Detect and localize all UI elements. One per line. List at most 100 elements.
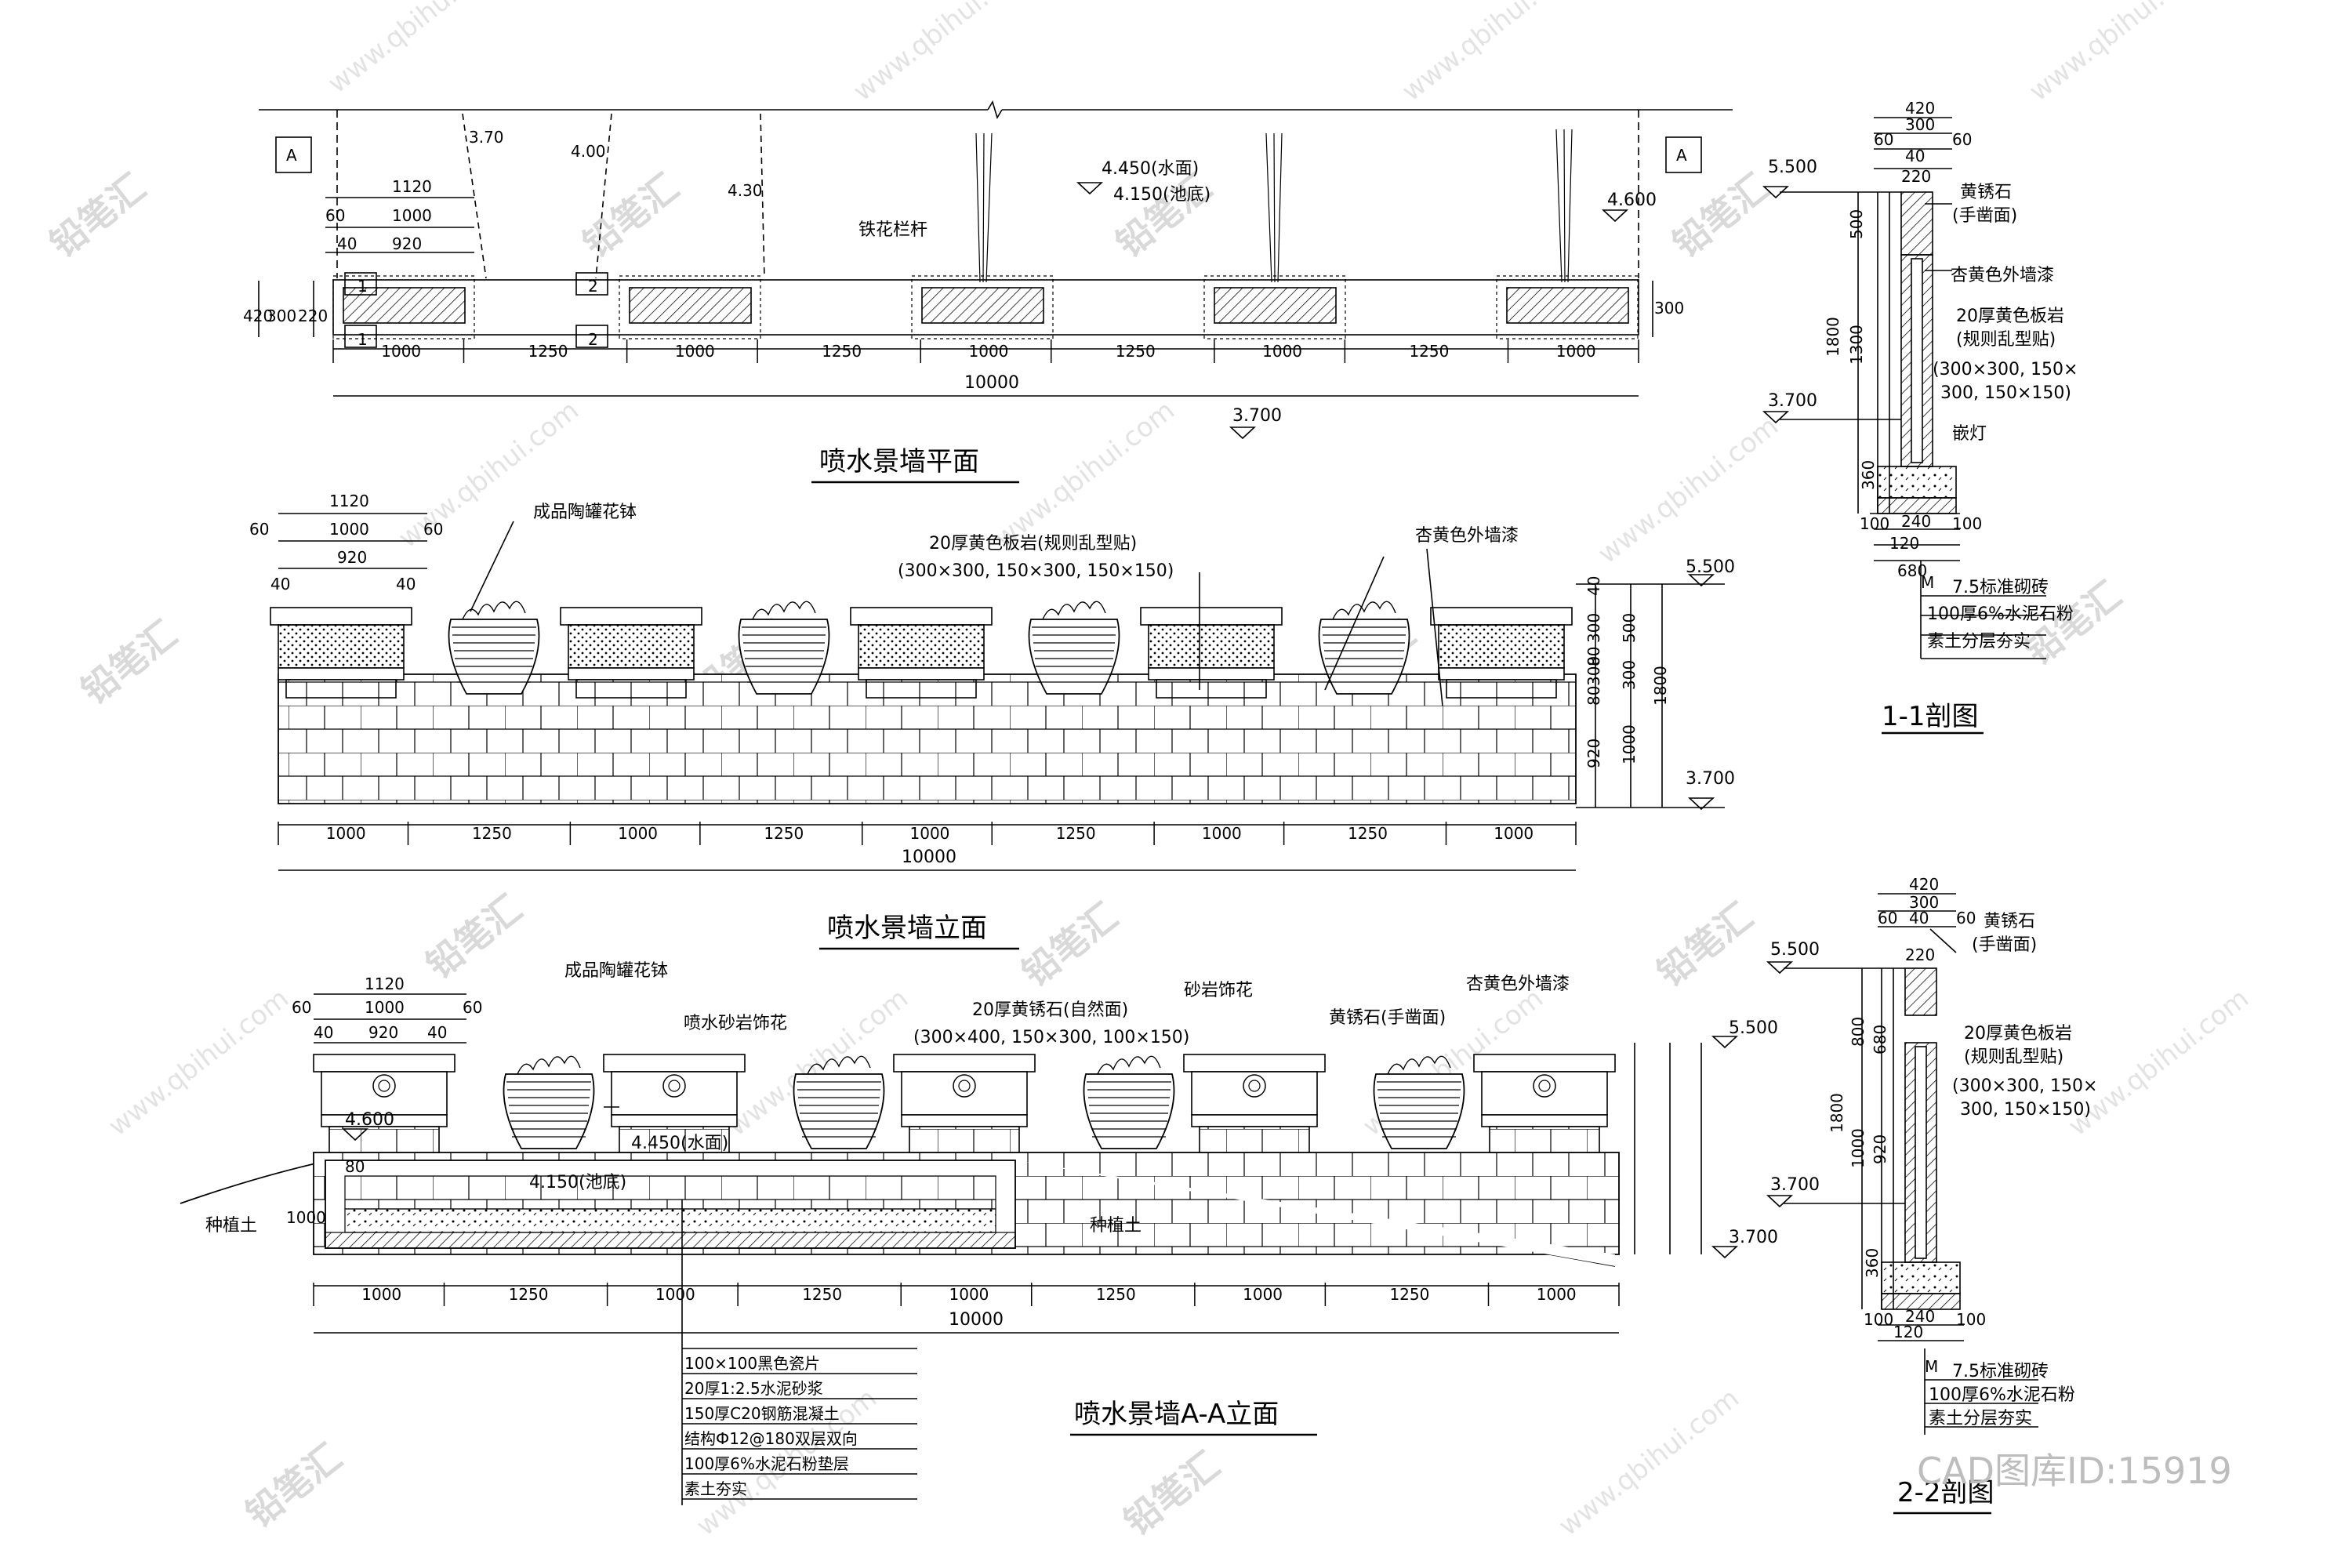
pier-cap [1430, 607, 1573, 626]
watermark-text: www.qbihui.com [2063, 982, 2255, 1142]
s22-bdim-240: 240 [1905, 1307, 1935, 1326]
pier-cap [313, 1054, 456, 1073]
pier-top [278, 624, 405, 669]
sandstone-rosette-icon [1533, 1074, 1556, 1098]
elev-right-dim: 920 [1584, 739, 1603, 768]
plan-text: A A 3.70 4.00 4.30 铁花栏杆 4.450(水面) 4.150(… [243, 128, 1687, 477]
elev-dim: 1250 [1348, 824, 1388, 843]
s22-label-1: (手凿面) [1972, 935, 2037, 955]
plan-dim: 1250 [528, 342, 568, 361]
elev-right-dim: 1800 [1651, 666, 1670, 706]
elev-title: 喷水景墙立面 [827, 913, 987, 944]
elev-dim: 1250 [472, 824, 512, 843]
plan-level-right: 4.600 [1607, 191, 1657, 210]
s11-dim-60b: 60 [1952, 130, 1972, 149]
s11-level-top: 5.500 [1768, 158, 1817, 177]
pier-cap [560, 607, 702, 626]
plan-dim: 1000 [1262, 342, 1302, 361]
watermark-text: 铅笔汇 [1665, 165, 1777, 266]
plan-cut-1b: 1 [358, 330, 368, 349]
pier-body [328, 1126, 440, 1153]
elev-total: 10000 [902, 848, 956, 867]
sandstone-rosette-inner [1538, 1080, 1551, 1092]
s11-label-5: (300×300, 150× [1933, 360, 2078, 379]
watermark-text: www.qbihui.com [989, 394, 1181, 554]
plan-total: 10000 [964, 373, 1019, 393]
s11-label-1: (手凿面) [1952, 206, 2017, 226]
pier-top [858, 624, 985, 669]
watermark-text: www.qbihui.com [2024, 0, 2216, 107]
s22-dim-360: 360 [1863, 1248, 1882, 1278]
elev-dim: 1250 [764, 824, 804, 843]
s11-bdim-680: 680 [1897, 561, 1927, 580]
watermark-text: www.qbihui.com [848, 0, 1040, 107]
pot-urn-icon [503, 1073, 595, 1149]
watermark-text: 铅笔汇 [238, 1436, 350, 1536]
watermark-text: 铅笔汇 [1109, 165, 1220, 266]
s11-dim-300: 300 [1905, 115, 1935, 134]
plan-level-base: 3.700 [1232, 406, 1282, 426]
s22-layer-1: 100厚6%水泥石粉 [1929, 1385, 2075, 1405]
plan-dim: 1000 [969, 342, 1009, 361]
pier-body [866, 679, 977, 699]
pier-body [575, 679, 687, 699]
pot-urn-icon [1318, 619, 1410, 695]
s11-label-6: 300, 150×150) [1940, 383, 2071, 403]
section-22-view [1766, 893, 2038, 1515]
pier-body [285, 679, 397, 699]
s11-label-7: 嵌灯 [1952, 424, 1987, 444]
s11-label-2: 杏黄色外墙漆 [1951, 266, 2054, 285]
plant-icon [462, 601, 526, 620]
aa-h1000: 1000 [286, 1208, 326, 1227]
pier-band [901, 1114, 1028, 1127]
plant-icon [1332, 601, 1396, 620]
s11-m: M [1921, 573, 1934, 592]
aa-layer-list: 100×100黑色瓷片20厚1:2.5水泥砂浆150厚C20钢筋混凝土结构Ф12… [684, 1354, 858, 1498]
plan-cut-2b: 2 [588, 330, 598, 349]
plan-h430: 4.30 [728, 181, 763, 200]
elev-dim: 1000 [326, 824, 366, 843]
s11-bdim-120: 120 [1889, 534, 1919, 553]
pier-cap [1473, 1054, 1616, 1073]
elev-dim-60-r: 60 [423, 520, 443, 539]
s22-layer-2: 素土分层夯实 [1929, 1409, 2032, 1428]
aa-title: 喷水景墙A-A立面 [1074, 1399, 1279, 1430]
aa-layer-item: 100×100黑色瓷片 [684, 1354, 820, 1373]
elev-level-top: 5.500 [1686, 557, 1735, 577]
watermark-text: www.qbihui.com [103, 982, 295, 1142]
pier-cap [850, 607, 993, 626]
plan-dim-1000: 1000 [392, 206, 432, 225]
s22-dim-60: 60 [1878, 909, 1897, 927]
section-22-text: 420 300 60 60 40 220 5.500 3.700 1800 80… [1770, 875, 2097, 1508]
sandstone-rosette-icon [662, 1074, 686, 1098]
s22-label-4: (300×300, 150× [1952, 1076, 2097, 1096]
watermark-text: 铅笔汇 [575, 165, 687, 266]
aa-dim-920: 920 [368, 1023, 398, 1042]
aa-dim: 1000 [1537, 1285, 1577, 1304]
elev-right-dim: 80 [1584, 686, 1603, 706]
pier-body [909, 1126, 1020, 1153]
s22-bdim-100b: 100 [1956, 1310, 1986, 1329]
sandstone-rosette-icon [953, 1074, 976, 1098]
aa-level-460: 4.600 [345, 1110, 394, 1130]
s22-label-2: 20厚黄色板岩 [1964, 1024, 2072, 1044]
s11-dim-420: 420 [1905, 99, 1935, 118]
watermark-text: 铅笔汇 [1116, 1443, 1228, 1544]
pier-band [611, 1114, 738, 1127]
plan-section-mark-right: A [1676, 146, 1687, 165]
s22-dim-420: 420 [1909, 875, 1939, 894]
plan-side-420: 420 [243, 307, 273, 325]
s22-dim-920: 920 [1871, 1134, 1889, 1164]
pier-body [1489, 1126, 1600, 1153]
sandstone-rosette-icon [1243, 1074, 1266, 1098]
s11-dim-360: 360 [1859, 460, 1878, 490]
elev-level-base: 3.700 [1686, 769, 1735, 789]
s22-layer-0: 7.5标准砌砖 [1952, 1362, 2049, 1381]
s22-m: M [1925, 1357, 1938, 1376]
s11-bdim-100b: 100 [1952, 514, 1982, 533]
elev-stone-label: 20厚黄色板岩(规则乱型贴) [929, 534, 1137, 554]
elev-dim: 1000 [618, 824, 658, 843]
s11-title: 1-1剖图 [1882, 701, 1979, 732]
